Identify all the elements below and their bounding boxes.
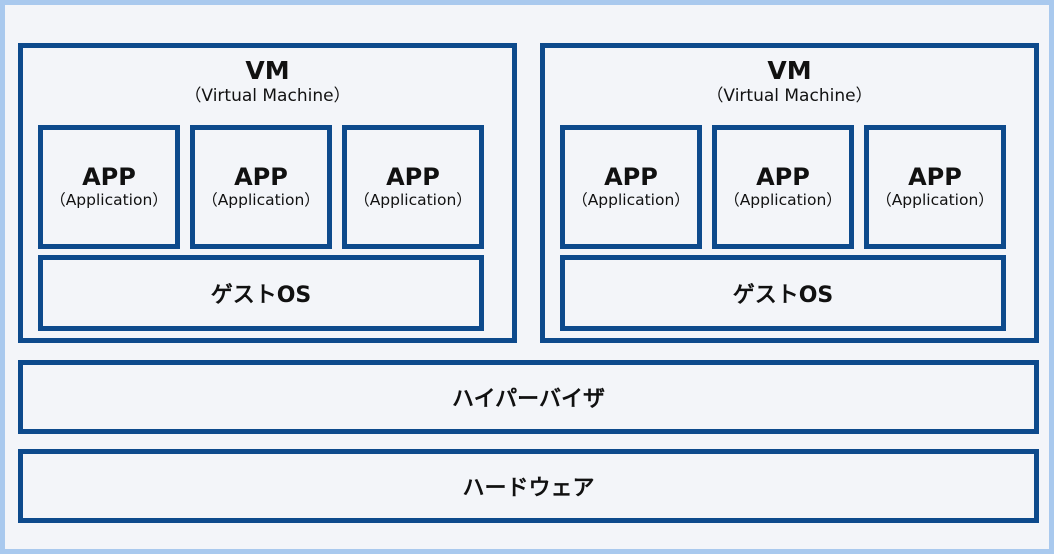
app-label: APP [756, 163, 810, 191]
app-sublabel: （Application） [202, 191, 320, 209]
hypervisor-box: ハイパーバイザ [18, 360, 1039, 434]
hardware-label: ハードウェア [462, 476, 595, 501]
app-sublabel: （Application） [724, 191, 842, 209]
app-box: APP （Application） [190, 125, 332, 249]
app-label: APP [386, 163, 440, 191]
vm-title-1: VM （Virtual Machine） [23, 56, 512, 106]
vm-label: VM [245, 56, 290, 85]
app-label: APP [234, 163, 288, 191]
app-label: APP [908, 163, 962, 191]
app-box: APP （Application） [712, 125, 854, 249]
vm-sublabel: （Virtual Machine） [184, 86, 351, 106]
vm-title-2: VM （Virtual Machine） [545, 56, 1034, 106]
app-sublabel: （Application） [50, 191, 168, 209]
app-label: APP [82, 163, 136, 191]
hardware-box: ハードウェア [18, 449, 1039, 523]
guest-os-label: ゲストOS [210, 283, 312, 308]
app-box: APP （Application） [38, 125, 180, 249]
vm-label: VM [767, 56, 812, 85]
app-sublabel: （Application） [354, 191, 472, 209]
app-box: APP （Application） [342, 125, 484, 249]
vm-sublabel: （Virtual Machine） [706, 86, 873, 106]
guest-os-box-1: ゲストOS [38, 255, 484, 331]
app-box: APP （Application） [864, 125, 1006, 249]
app-sublabel: （Application） [572, 191, 690, 209]
app-box: APP （Application） [560, 125, 702, 249]
guest-os-box-2: ゲストOS [560, 255, 1006, 331]
app-sublabel: （Application） [876, 191, 994, 209]
hypervisor-label: ハイパーバイザ [452, 387, 605, 412]
app-label: APP [604, 163, 658, 191]
guest-os-label: ゲストOS [732, 283, 834, 308]
